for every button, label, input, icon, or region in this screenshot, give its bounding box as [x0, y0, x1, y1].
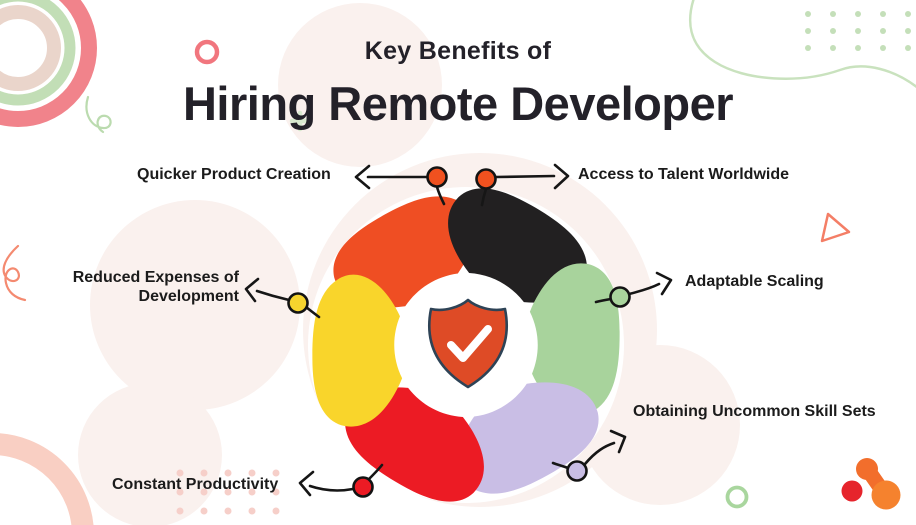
small-green-ring-decoration: [725, 485, 749, 509]
petal-left: [312, 274, 403, 427]
ring-green: [0, 0, 76, 106]
shield-shape: [428, 298, 508, 389]
soft-blob-top-center: [278, 3, 442, 167]
red-dot-decoration: [841, 480, 863, 502]
petal-top-right: [448, 188, 587, 303]
page-title: Hiring Remote Developer: [182, 77, 734, 130]
arrowhead-right-obtaining: [609, 429, 627, 454]
dot-access: [475, 168, 497, 190]
shield-check-icon: [428, 298, 508, 389]
small-red-ring-decoration: [194, 39, 220, 65]
ring-rose: [0, 0, 97, 127]
dot-reduced: [287, 292, 309, 314]
arrowhead-right-access: [553, 163, 570, 190]
dot-quicker: [426, 166, 448, 188]
arrowhead-left-quicker: [354, 164, 371, 190]
benefit-label-adaptable-scaling: Adaptable Scaling: [685, 273, 824, 290]
corner-rings-decoration: [0, 0, 97, 127]
benefit-label-constant-productivity: Constant Productivity: [112, 476, 279, 493]
benefit-label-quicker-product-creation: Quicker Product Creation: [137, 166, 331, 183]
ring-beige: [0, 5, 61, 91]
connector-line-access: [494, 174, 556, 179]
connector-stem-quicker: [435, 185, 446, 206]
petal-bottom-left: [345, 387, 484, 502]
arrowhead-left-constant: [298, 470, 315, 497]
dot-constant: [352, 476, 374, 498]
coral-triangle-decoration: [820, 212, 851, 243]
checkmark: [447, 325, 492, 362]
benefit-label-reduced-expenses-of-development: Reduced Expenses of Development: [72, 269, 239, 305]
green-plus-decoration: [289, 110, 311, 132]
benefit-label-obtaining-uncommon-skill-sets: Obtaining Uncommon Skill Sets: [633, 403, 876, 420]
orange-blob-decoration: [856, 458, 901, 510]
green-dot-grid-decoration: [805, 11, 911, 51]
connector-stem-access: [480, 187, 488, 207]
green-wave-decoration: [688, 0, 916, 89]
connector-stem-obtaining: [551, 461, 570, 470]
arrowhead-right-adaptable: [655, 271, 673, 296]
soft-blob-bottom-left: [78, 383, 222, 525]
green-squiggle-decoration: [85, 95, 112, 134]
pink-dot-grid-decoration: [176, 469, 280, 515]
benefit-label-access-to-talent-worldwide: Access to Talent Worldwide: [578, 166, 790, 183]
arrowhead-left-reduced: [244, 277, 260, 303]
connector-stem-constant: [367, 463, 384, 481]
connector-line-reduced: [255, 289, 291, 302]
connectors: [244, 163, 673, 497]
connector-line-obtaining: [583, 441, 616, 466]
dot-obtaining: [566, 460, 588, 482]
connector-line-constant: [308, 484, 355, 492]
title-eyebrow: Key Benefits of: [364, 37, 552, 65]
dot-adaptable: [609, 286, 631, 308]
connector-dots: [287, 166, 631, 498]
connector-line-adaptable: [627, 282, 661, 296]
pink-arc-decoration: [0, 433, 94, 525]
soft-blob-left: [90, 200, 300, 410]
coral-squiggle-decoration: [2, 244, 27, 302]
